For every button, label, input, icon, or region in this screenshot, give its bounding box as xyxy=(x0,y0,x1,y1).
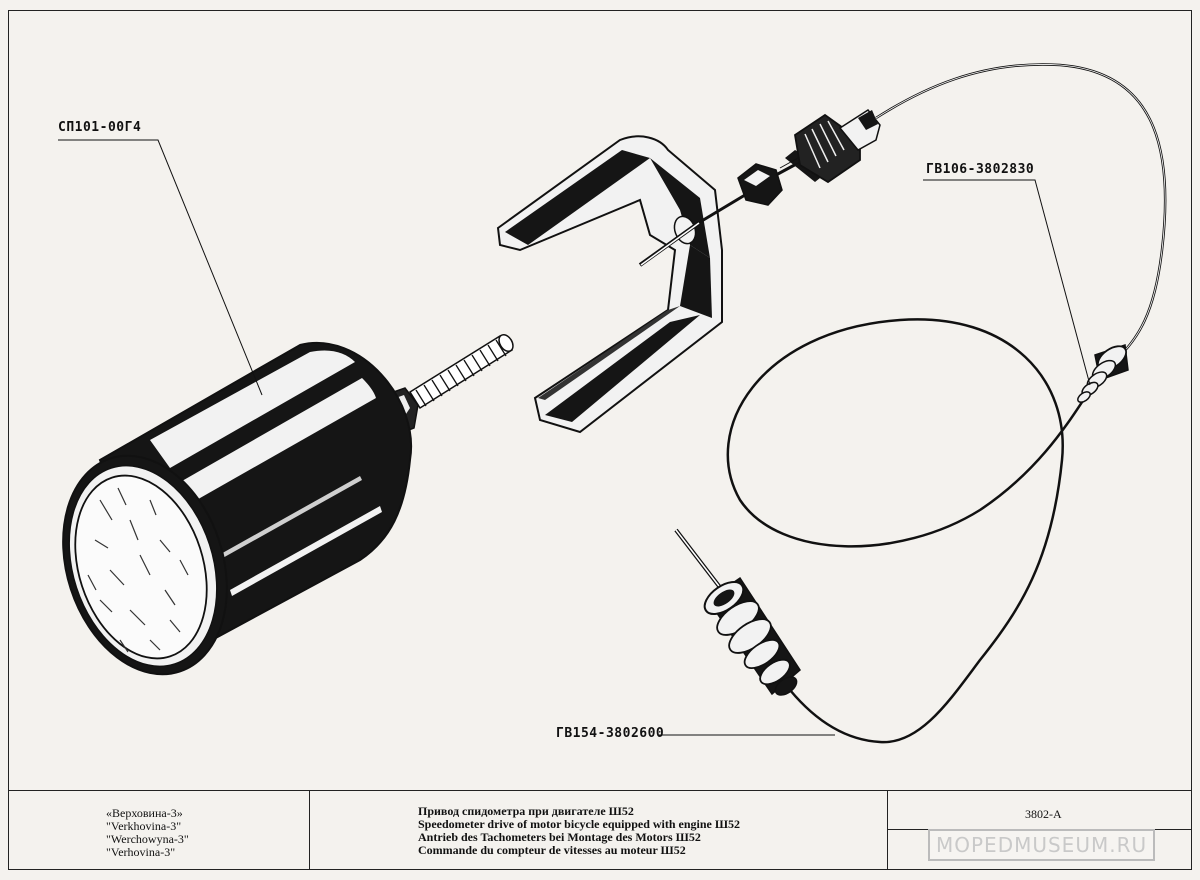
mounting-bracket-illustration xyxy=(496,135,746,434)
model-name-fr: "Verhovina-3" xyxy=(106,845,176,859)
title-block: «Верховина-3» "Verkhovina-3" "Werchowyna… xyxy=(8,790,1192,870)
drawing-titles: Привод спидометра при двигателе Ш52 Spee… xyxy=(418,805,740,857)
threaded-stud xyxy=(408,333,514,410)
title-block-models-cell: «Верховина-3» "Verkhovina-3" "Werchowyna… xyxy=(8,791,310,869)
drawing-sheet-border xyxy=(8,10,1192,870)
model-name-en: "Verkhovina-3" xyxy=(106,819,182,833)
title-ru: Привод спидометра при двигателе Ш52 xyxy=(418,804,634,818)
callout-drive-part-number: ГВ154-3802600 xyxy=(556,726,665,741)
callout-cable-part-number: ГВ106-3802830 xyxy=(926,162,1035,177)
cable-nut-illustration xyxy=(737,109,881,206)
model-name-ru: «Верховина-3» xyxy=(106,806,183,820)
model-names: «Верховина-3» "Verkhovina-3" "Werchowyna… xyxy=(106,807,189,859)
title-fr: Commande du compteur de vitesses au mote… xyxy=(418,843,686,857)
drawing-code: 3802-А xyxy=(1025,807,1062,821)
title-block-titles-cell: Привод спидометра при двигателе Ш52 Spee… xyxy=(310,791,888,869)
leader-lines xyxy=(58,139,1091,736)
drive-fitting-illustration xyxy=(674,528,801,696)
callout-speedometer-part-number: СП101-00Г4 xyxy=(58,120,142,135)
exploded-view-drawing xyxy=(58,63,1167,744)
model-name-de: "Werchowyna-3" xyxy=(106,832,189,846)
title-en: Speedometer drive of motor bicycle equip… xyxy=(418,817,741,831)
speedometer-illustration xyxy=(62,333,514,676)
cable-sleeve xyxy=(1077,343,1129,403)
watermark-logo: MOPEDMUSEUM.RU xyxy=(928,829,1156,861)
title-de: Antrieb des Tachometers bei Montage des … xyxy=(418,830,701,844)
